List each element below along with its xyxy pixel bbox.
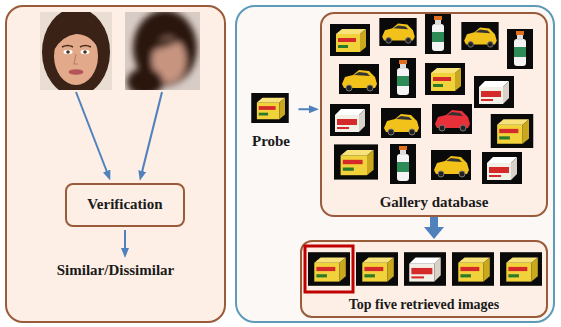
node-label: Verification [87,196,162,213]
flow-arrow [299,108,311,110]
input-arrow [142,92,162,172]
flow-arrow [430,217,438,228]
probe-thumbnail [251,93,289,123]
node-label: Top five retrieved images [349,297,499,313]
node-label: Probe [252,133,290,150]
gallery-images [330,14,533,184]
right-panel: ProbeGallery databaseTop five retrieved … [235,5,555,323]
probe-node: Probe [244,93,299,151]
left-panel: VerificationSimilar/Dissimilar [5,5,226,323]
results-box: Top five retrieved images [300,240,548,318]
blurred-face-photo [125,12,200,90]
face-photo [40,12,112,90]
node-label: Gallery database [380,194,489,211]
match-highlight [305,246,353,292]
retrieved-images [308,252,542,286]
input-arrow [76,92,107,172]
output-arrow [124,230,126,249]
node-label: Similar/Dissimilar [57,262,175,279]
gallery-box: Gallery database [320,12,548,217]
process-box: Verification [65,183,185,227]
